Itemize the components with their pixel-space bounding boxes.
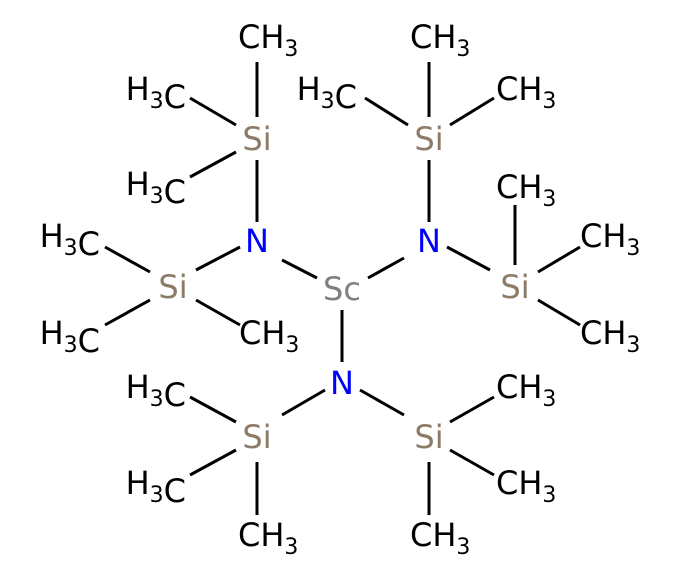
bond-si4-ch3-down — [537, 298, 581, 327]
methyl-label: CH3 — [496, 168, 556, 212]
atom-si2: Si — [414, 120, 443, 158]
methyl-label: CH3 — [496, 70, 556, 114]
methyl-label: H3C — [126, 165, 186, 211]
methyl-label: CH3 — [239, 314, 299, 358]
methyl-label: CH3 — [580, 314, 640, 358]
methyl-label: H3C — [297, 70, 357, 116]
bond-si5-ch3-left — [189, 448, 237, 477]
methyl-label: H3C — [40, 314, 100, 360]
atom-n1: N — [245, 222, 269, 260]
methyl-label: H3C — [126, 368, 186, 414]
atom-si3: Si — [158, 268, 187, 306]
bond-n3-si6 — [359, 388, 405, 417]
atom-si6: Si — [414, 418, 443, 456]
bond-si4-ch3-right — [537, 245, 581, 274]
methyl-label: H3C — [40, 217, 100, 263]
methyl-label: CH3 — [410, 18, 470, 62]
atom-n3: N — [330, 364, 354, 402]
methyl-label: CH3 — [410, 516, 470, 560]
bond-si5-ch3-up — [189, 395, 237, 424]
bond-si3-ch3-down-left — [104, 298, 151, 327]
bond-n3-si5 — [281, 388, 326, 417]
methyl-label: CH3 — [238, 516, 298, 560]
atom-si1: Si — [242, 120, 271, 158]
bond-n2-si4 — [446, 245, 491, 272]
bond-si1-ch3-left-up — [189, 96, 237, 127]
bond-si6-ch3-up — [449, 395, 495, 424]
bond-si3-ch3-down-right — [195, 298, 241, 327]
methyl-label: CH3 — [496, 368, 556, 412]
bond-si2-ch3-left — [364, 96, 409, 127]
atom-si5: Si — [242, 418, 271, 456]
bond-n1-si3 — [195, 245, 241, 272]
methyl-label: CH3 — [238, 18, 298, 62]
bond-sc-n1 — [281, 258, 318, 280]
methyl-label: H3C — [126, 464, 186, 510]
bond-si1-ch3-left-down — [189, 150, 237, 179]
methyl-label: H3C — [126, 70, 186, 116]
bond-si2-ch3-right — [449, 96, 495, 127]
bond-si6-ch3-right — [449, 448, 495, 477]
methyl-label: CH3 — [580, 217, 640, 261]
atom-si4: Si — [500, 268, 529, 306]
atom-sc: Sc — [323, 270, 361, 308]
atom-n2: N — [417, 222, 441, 260]
bond-si3-ch3-up — [104, 245, 151, 274]
bond-sc-n2 — [367, 256, 405, 280]
methyl-label: CH3 — [496, 464, 556, 508]
